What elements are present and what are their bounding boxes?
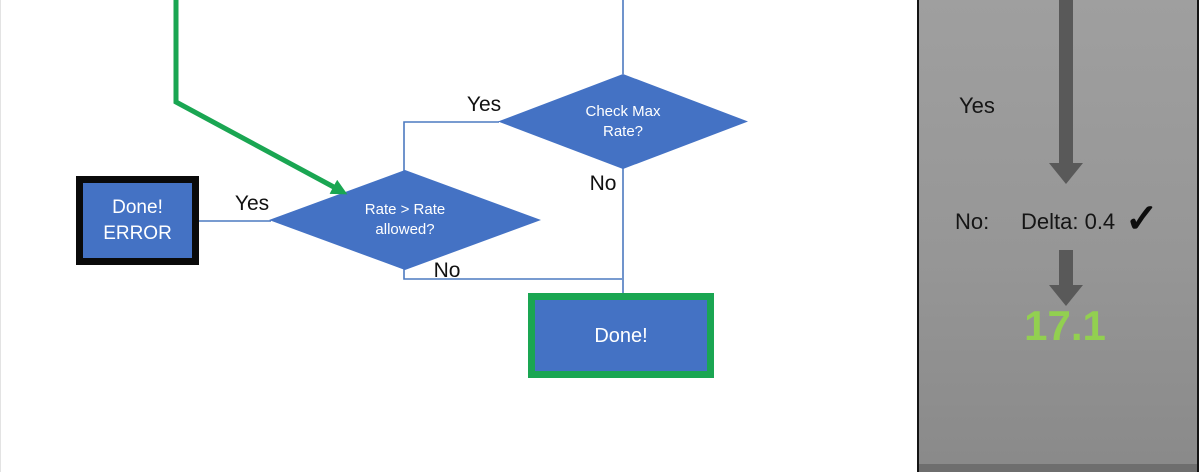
check-max-rate-label-line2: Rate?	[602, 122, 644, 140]
check-max-rate-diamond: Check Max Rate?	[498, 74, 748, 169]
label-check-max-yes: Yes	[466, 93, 502, 116]
panel-yes-label: Yes	[959, 93, 995, 118]
label-check-max-no: No	[589, 172, 617, 195]
rate-allowed-label-line2: allowed?	[375, 221, 435, 238]
panel-delta-text: Delta: 0.4	[1021, 209, 1116, 234]
result-value: 17.1	[1024, 302, 1106, 349]
panel-no-label: No:	[955, 209, 990, 234]
label-rate-yes: Yes	[234, 192, 270, 215]
panel-bottom-edge	[919, 464, 1197, 472]
down-arrow-2-shaft	[1059, 250, 1073, 286]
connector-check-max-yes	[403, 121, 499, 172]
side-panel: Yes No: Delta: 0.4	[917, 0, 1199, 472]
done-error-line2: ERROR	[103, 222, 172, 244]
down-arrow-2-icon	[1049, 285, 1083, 306]
checkmark-icon: ✓	[1125, 197, 1159, 241]
check-max-rate-label-line1: Check Max	[585, 102, 661, 120]
down-arrow-1-icon	[1049, 163, 1083, 184]
down-arrow-1-shaft	[1059, 0, 1073, 164]
rate-allowed-diamond: Rate > Rate allowed?	[269, 170, 541, 270]
done-box: Done!	[528, 293, 714, 378]
green-flow-arrow	[173, 0, 348, 195]
done-box-label: Done!	[594, 324, 648, 347]
done-error-box: Done! ERROR	[76, 176, 199, 265]
rate-allowed-label-line1: Rate > Rate	[364, 201, 446, 218]
done-error-line1: Done!	[112, 196, 163, 218]
label-rate-no: No	[433, 259, 461, 282]
